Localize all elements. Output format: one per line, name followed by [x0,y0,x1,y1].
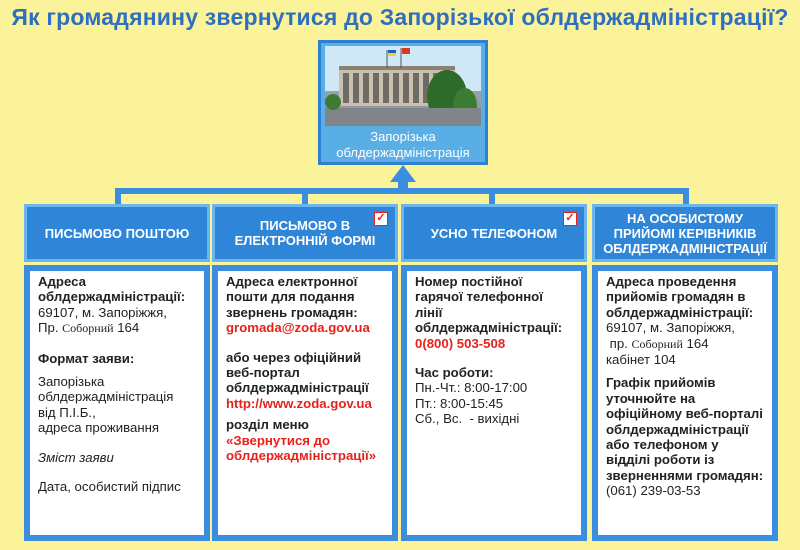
caption-line-2: облдержадміністрація [336,145,470,160]
portal-url-link[interactable]: http://www.zoda.gov.ua [226,395,372,411]
mail-address-line1: 69107, м. Запоріжжя, [38,304,167,320]
mail-format-label: Формат заяви: [38,350,135,366]
portal-label: або через офіційний веб-портал облдержад… [226,349,369,396]
building-photo [325,46,481,126]
mail-content: Зміст заяви [38,449,114,465]
reception-cabinet: кабінет 104 [606,352,676,368]
header-mail: ПИСЬМОВО ПОШТОЮ [24,204,210,262]
mail-date-sign: Дата, особистий підпис [38,479,181,495]
header-reception: НА ОСОБИСТОМУ ПРИЙОМІ КЕРІВНИКІВ ОБЛДЕРЖ… [592,204,778,262]
checkmark-icon: ✓ [374,212,388,226]
mail-format-line1: Запорізька облдержадміністрація [38,374,174,405]
reception-phone: (061) 239-03-53 [606,483,701,499]
checkmark-icon: ✓ [563,212,577,226]
phone-label: Номер постійної гарячої телефонної лінії… [415,274,563,336]
phone-number: 0(800) 503-508 [415,335,506,351]
reception-label: Адреса проведення прийомів громадян в об… [606,274,754,320]
reception-address-line1: 69107, м. Запоріжжя, [606,320,735,336]
hours-line1: Пн.-Чт.: 8:00-17:00 [415,380,528,396]
building-caption: Запорізька облдержадміністрація [325,129,481,161]
page-title: Як громадянину звернутися до Запорізької… [11,4,789,30]
email-link[interactable]: gromada@zoda.gov.ua [226,320,370,336]
phone-panel: Номер постійної гарячої телефонної лінії… [401,265,587,541]
mail-address-line2: Пр. Соборний 164 [38,320,140,336]
menu-item-link[interactable]: «Звернутися до облдержадміністрації» [226,432,377,464]
hours-line2: Пт.: 8:00-15:45 [415,395,504,411]
mail-format-line2: від П.І.Б., [38,404,96,420]
reception-panel: Адреса проведення прийомів громадян в об… [592,265,778,541]
building-photo-frame: Запорізька облдержадміністрація [318,40,488,165]
mail-format-line3: адреса проживання [38,420,160,436]
electronic-panel: Адреса електронної пошти для подання зве… [212,265,398,541]
hours-line3: Сб., Вс. - вихідні [415,411,520,427]
electronic-label: Адреса електронної пошти для подання зве… [226,274,358,320]
header-electronic: ПИСЬМОВО В ЕЛЕКТРОННІЙ ФОРМІ [212,204,398,262]
header-phone: УСНО ТЕЛЕФОНОМ [401,204,587,262]
mail-address-label: Адреса облдержадміністрації: [38,274,186,305]
menu-label: розділ меню [226,417,309,433]
mail-panel: Адреса облдержадміністрації: 69107, м. З… [24,265,210,541]
reception-address-line2: пр. Соборний 164 [609,335,709,351]
reception-schedule: Графік прийомів уточнюйте на офіційному … [606,375,764,483]
hours-label: Час роботи: [415,365,494,381]
caption-line-1: Запорізька [370,129,436,144]
